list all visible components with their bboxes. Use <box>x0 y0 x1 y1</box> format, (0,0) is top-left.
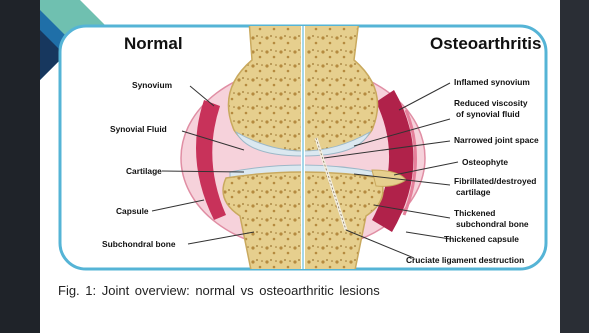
joint-overview-figure: Normal Osteoarthritis Synovium Synovial … <box>54 20 552 275</box>
label-narrowed-joint-space: Narrowed joint space <box>454 135 539 145</box>
label-fibrillated-cartilage: Fibrillated/destroyed <box>454 176 536 186</box>
label-cartilage-continued: cartilage <box>456 187 490 197</box>
label-of-synovial-fluid: of synovial fluid <box>456 109 520 119</box>
label-cartilage: Cartilage <box>126 166 162 176</box>
label-osteophyte: Osteophyte <box>462 157 508 167</box>
figure-caption: Fig. 1: Joint overview: normal vs osteoa… <box>58 283 538 298</box>
label-thickened-capsule: Thickened capsule <box>444 234 519 244</box>
presentation-slide: Normal Osteoarthritis Synovium Synovial … <box>40 0 560 333</box>
label-cruciate-ligament-destruction: Cruciate ligament destruction <box>406 255 524 265</box>
label-thickened: Thickened <box>454 208 495 218</box>
label-synovial-fluid: Synovial Fluid <box>110 124 167 134</box>
label-inflamed-synovium: Inflamed synovium <box>454 77 530 87</box>
normal-heading: Normal <box>124 34 183 54</box>
label-subchondral-bone-oa: subchondral bone <box>456 219 529 229</box>
label-synovium: Synovium <box>132 80 172 90</box>
osteoarthritis-heading: Osteoarthritis <box>430 34 541 54</box>
right-margin-bar <box>560 0 589 333</box>
label-subchondral-bone: Subchondral bone <box>102 239 176 249</box>
label-capsule: Capsule <box>116 206 149 216</box>
label-reduced-viscosity: Reduced viscosity <box>454 98 528 108</box>
